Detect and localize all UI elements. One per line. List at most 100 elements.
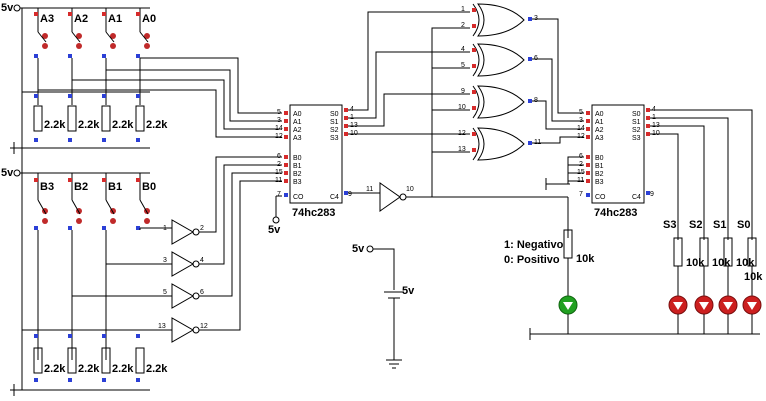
supply-battery: 5v 5v bbox=[352, 243, 415, 369]
switch-a0[interactable]: A0 bbox=[136, 12, 156, 58]
xor-to-chip2-wires bbox=[532, 18, 584, 144]
resistor-label-b0: 2.2k bbox=[146, 363, 168, 375]
switch-a3[interactable]: A3 bbox=[34, 12, 54, 58]
xor-gate-4: 12 13 11 bbox=[458, 127, 541, 161]
vcc-label-a: 5v bbox=[1, 2, 14, 14]
resistor-b0: 2.2k bbox=[135, 334, 168, 382]
svg-text:6: 6 bbox=[200, 289, 204, 296]
svg-text:B0: B0 bbox=[293, 155, 302, 162]
output-label-s2: S2 bbox=[689, 219, 702, 231]
output-label-s3: S3 bbox=[663, 219, 676, 231]
svg-text:CO: CO bbox=[595, 194, 606, 201]
switch-a2[interactable]: A2 bbox=[68, 12, 88, 58]
adder-chip-2: 74hc283 A0 A1 A2 A3 B0 B1 B2 B3 CO S0 S1… bbox=[545, 104, 660, 219]
output-wires bbox=[567, 109, 753, 240]
switch-label-a3: A3 bbox=[40, 13, 54, 25]
switch-label-b2: B2 bbox=[74, 181, 88, 193]
svg-text:S0: S0 bbox=[330, 111, 339, 118]
svg-text:9: 9 bbox=[348, 191, 352, 198]
b-switch-section: 5v B3 B2 B1 bbox=[1, 167, 168, 396]
svg-text:A3: A3 bbox=[595, 135, 604, 142]
svg-text:C4: C4 bbox=[330, 194, 339, 201]
vcc-terminal-a bbox=[13, 4, 21, 12]
legend-positive: 0: Positivo bbox=[504, 254, 560, 266]
a-bus-wires bbox=[38, 57, 282, 138]
resistor-b3: 2.2k bbox=[33, 334, 66, 382]
svg-text:4: 4 bbox=[461, 46, 465, 53]
switch-label-b3: B3 bbox=[40, 181, 54, 193]
xor-gates: 1 2 3 4 5 6 9 10 8 12 13 11 bbox=[458, 3, 541, 161]
svg-text:3: 3 bbox=[277, 117, 281, 124]
svg-text:14: 14 bbox=[577, 125, 585, 132]
svg-text:B1: B1 bbox=[595, 163, 604, 170]
adder-chip-1: 74hc283 A0 A1 A2 A3 B0 B1 B2 B3 CO S0 S1… bbox=[268, 104, 358, 236]
svg-text:4: 4 bbox=[200, 257, 204, 264]
svg-text:A2: A2 bbox=[293, 127, 302, 134]
a-switch-section: 5v A3 A2 A1 bbox=[1, 2, 168, 390]
svg-text:3: 3 bbox=[579, 117, 583, 124]
switch-label-a0: A0 bbox=[142, 13, 156, 25]
svg-text:15: 15 bbox=[275, 169, 283, 176]
svg-text:5: 5 bbox=[579, 109, 583, 116]
svg-text:12: 12 bbox=[275, 133, 283, 140]
output-label-s0: S0 bbox=[737, 219, 750, 231]
svg-text:5: 5 bbox=[163, 289, 167, 296]
svg-text:B0: B0 bbox=[595, 155, 604, 162]
vcc-label-b: 5v bbox=[1, 167, 14, 179]
svg-text:A1: A1 bbox=[595, 119, 604, 126]
svg-text:A0: A0 bbox=[595, 111, 604, 118]
switch-label-b0: B0 bbox=[142, 181, 156, 193]
svg-text:11: 11 bbox=[275, 177, 282, 184]
svg-text:S2: S2 bbox=[632, 127, 641, 134]
svg-text:2: 2 bbox=[461, 22, 465, 29]
svg-text:A3: A3 bbox=[293, 135, 302, 142]
switch-label-a2: A2 bbox=[74, 13, 88, 25]
switch-b1[interactable]: B1 bbox=[102, 178, 122, 230]
svg-text:10: 10 bbox=[458, 104, 466, 111]
resistor-b2: 2.2k bbox=[67, 334, 100, 382]
svg-text:12: 12 bbox=[577, 133, 585, 140]
svg-text:1: 1 bbox=[163, 225, 167, 232]
vcc-label-c: 5v bbox=[268, 224, 281, 236]
sign-resistor-label: 10k bbox=[576, 253, 595, 265]
svg-text:B2: B2 bbox=[293, 171, 302, 178]
vcc-terminal-b bbox=[13, 169, 21, 177]
inverter-1: 1 2 bbox=[163, 219, 204, 245]
svg-text:S1: S1 bbox=[632, 119, 641, 126]
switch-a1[interactable]: A1 bbox=[102, 12, 122, 58]
svg-text:S0: S0 bbox=[632, 111, 641, 118]
chip2-label: 74hc283 bbox=[594, 207, 637, 219]
svg-text:B3: B3 bbox=[595, 179, 604, 186]
resistor-label-a3: 2.2k bbox=[44, 119, 66, 131]
b-inverters: 1 2 3 4 5 6 13 12 bbox=[38, 156, 282, 343]
svg-text:CO: CO bbox=[293, 194, 304, 201]
battery-label: 5v bbox=[402, 285, 415, 297]
resistor-label-b2: 2.2k bbox=[78, 363, 100, 375]
svg-text:11: 11 bbox=[366, 186, 373, 193]
svg-text:2: 2 bbox=[277, 161, 281, 168]
svg-text:C4: C4 bbox=[632, 194, 641, 201]
legend-negative: 1: Negativo bbox=[504, 239, 564, 251]
resistor-a1: 2.2k bbox=[101, 94, 134, 142]
svg-text:A2: A2 bbox=[595, 127, 604, 134]
resistor-b1: 2.2k bbox=[101, 334, 134, 382]
switch-b2[interactable]: B2 bbox=[68, 178, 88, 230]
sign-indicator: 10k 1: Negativo 0: Positivo bbox=[504, 229, 595, 315]
switch-b3[interactable]: B3 bbox=[34, 178, 54, 230]
svg-text:9: 9 bbox=[650, 191, 654, 198]
svg-text:S3: S3 bbox=[632, 135, 641, 142]
output-s0: S0 10k bbox=[737, 219, 763, 315]
svg-text:1: 1 bbox=[461, 6, 465, 13]
resistor-label-a2: 2.2k bbox=[78, 119, 100, 131]
svg-text:13: 13 bbox=[158, 323, 166, 330]
svg-text:12: 12 bbox=[458, 130, 466, 137]
xor-gate-3: 9 10 8 bbox=[458, 85, 538, 119]
svg-text:B2: B2 bbox=[595, 171, 604, 178]
resistor-label-a0: 2.2k bbox=[146, 119, 168, 131]
resistor-a3: 2.2k bbox=[33, 94, 66, 142]
svg-text:12: 12 bbox=[200, 323, 208, 330]
switch-b0[interactable]: B0 bbox=[136, 178, 156, 230]
center-inverter: 11 10 bbox=[348, 27, 568, 212]
svg-text:B3: B3 bbox=[293, 179, 302, 186]
